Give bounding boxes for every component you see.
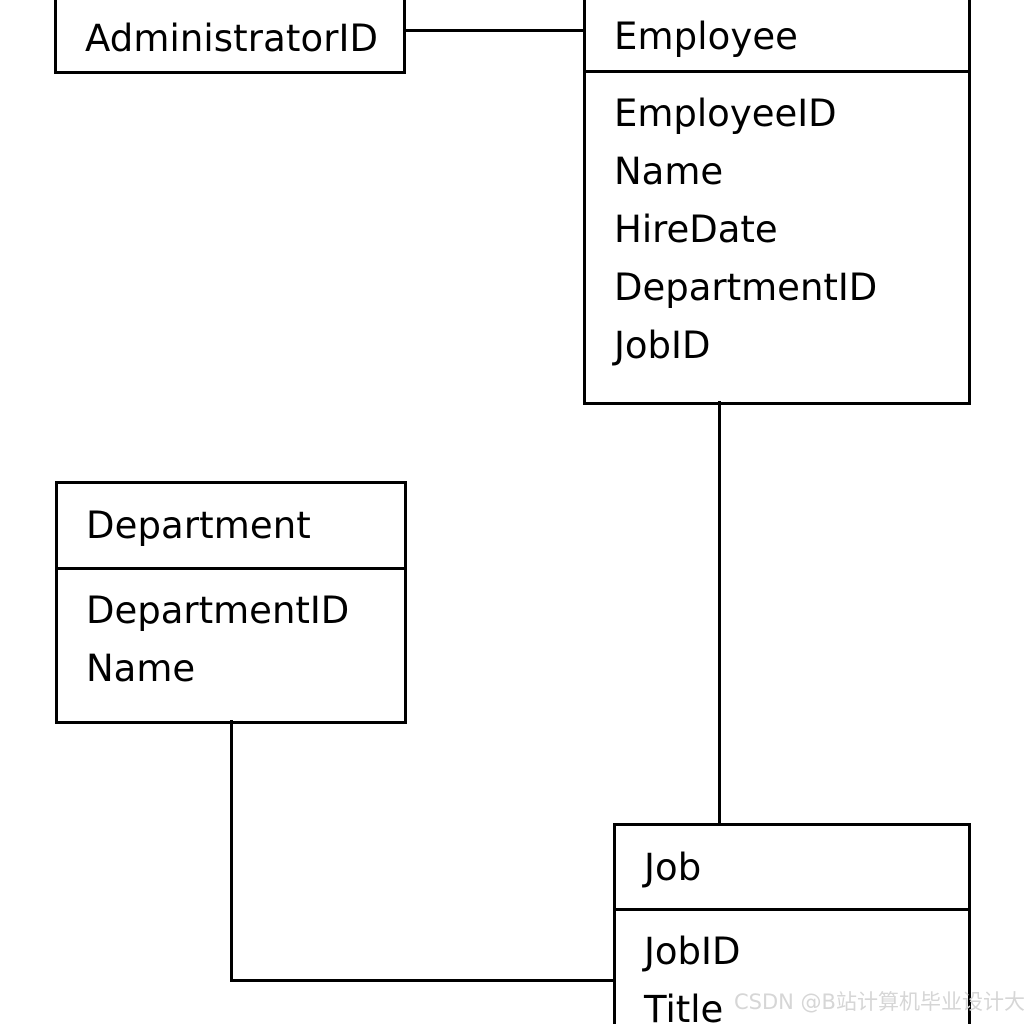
entity-attribute: DepartmentID <box>86 589 350 632</box>
entity-attribute: DepartmentID <box>614 266 878 309</box>
entity-title-job: Job <box>644 845 702 889</box>
relationship-line-employee-job <box>718 401 721 825</box>
entity-attribute: JobID <box>644 930 741 973</box>
entity-attribute: JobID <box>614 324 711 367</box>
entity-attribute: HireDate <box>614 208 778 251</box>
relationship-line-administrator-employee <box>403 29 585 32</box>
entity-attribute-list-department: DepartmentID Name <box>58 570 404 698</box>
entity-attribute: Title <box>644 988 724 1024</box>
watermark-text: CSDN @B站计算机毕业设计大学 <box>734 990 1024 1014</box>
entity-box-employee[interactable]: Employee EmployeeID Name HireDate Depart… <box>583 0 971 405</box>
entity-box-job[interactable]: Job JobID Title <box>613 823 971 1024</box>
entity-box-department[interactable]: Department DepartmentID Name <box>55 481 407 724</box>
entity-attribute-list-job: JobID Title <box>616 911 968 1024</box>
entity-attribute: EmployeeID <box>614 92 837 135</box>
relationship-line-department-job-vertical <box>230 720 233 982</box>
entity-box-administrator[interactable]: AdministratorID <box>54 0 406 74</box>
entity-attribute: Name <box>614 150 724 193</box>
entity-title-employee: Employee <box>614 15 799 58</box>
entity-title-department: Department <box>86 504 311 547</box>
entity-attribute-list-employee: EmployeeID Name HireDate DepartmentID Jo… <box>586 73 968 375</box>
entity-title-administrator: AdministratorID <box>85 17 379 60</box>
entity-attribute: Name <box>86 647 196 690</box>
relationship-line-department-job-horizontal <box>230 979 615 982</box>
entity-divider <box>586 70 968 73</box>
entity-divider <box>58 567 404 570</box>
entity-divider <box>616 908 968 911</box>
